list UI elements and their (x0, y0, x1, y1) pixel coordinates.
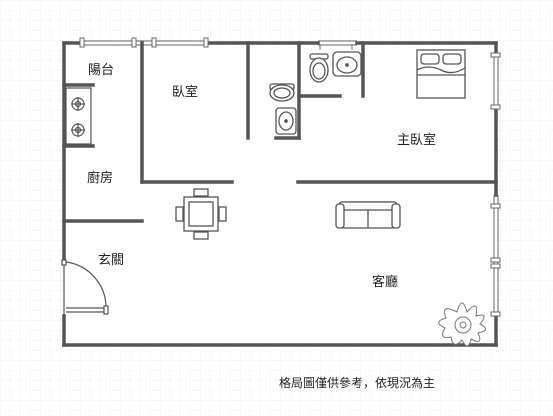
room-label-balcony: 陽台 (88, 63, 114, 78)
sink-icon (275, 107, 297, 135)
bed-icon (416, 49, 466, 99)
dining-table-icon (175, 188, 227, 240)
room-label-living-room: 客廳 (372, 274, 398, 290)
bath-door (319, 44, 353, 50)
entrance-door-icon (61, 259, 109, 316)
room-label-kitchen: 廚房 (87, 170, 113, 186)
windows (79, 37, 501, 317)
plant-icon (438, 302, 486, 347)
room-label-master-bedroom: 主臥室 (397, 132, 436, 148)
toilet-icon-2 (309, 53, 329, 83)
room-label-entrance: 玄關 (98, 253, 124, 268)
room-label-bedroom: 臥室 (172, 84, 198, 100)
sink-icon-2 (332, 51, 362, 77)
disclaimer-note: 格局圖僅供參考，依現況為主 (279, 376, 436, 390)
toilet-icon (269, 83, 295, 102)
sofa-icon (335, 201, 401, 229)
interior-walls (62, 41, 498, 223)
stove-icon (65, 87, 92, 145)
